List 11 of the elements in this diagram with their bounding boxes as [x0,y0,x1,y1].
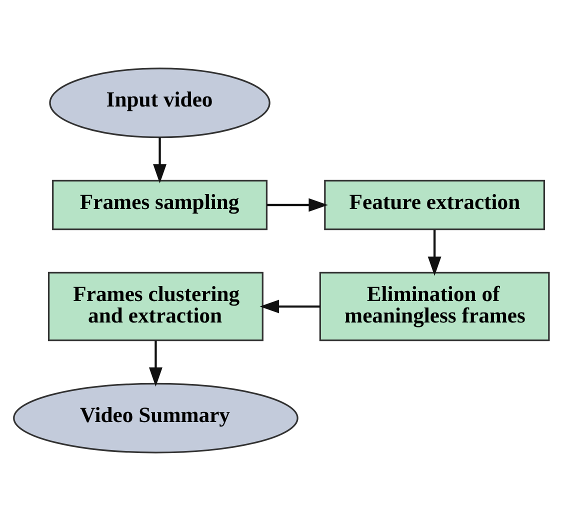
arrow [153,137,167,184]
node-box: Elimination of meaningless frames [319,272,550,342]
arrow [267,198,328,212]
node-ellipse: Input video [49,68,270,138]
node-box: Frames sampling [52,180,268,230]
arrow [260,300,320,314]
node-box: Frames clustering and extraction [48,272,264,342]
arrow [148,340,162,387]
arrow [428,230,442,276]
node-ellipse: Video Summary [13,382,298,454]
node-box: Feature extraction [324,180,545,230]
